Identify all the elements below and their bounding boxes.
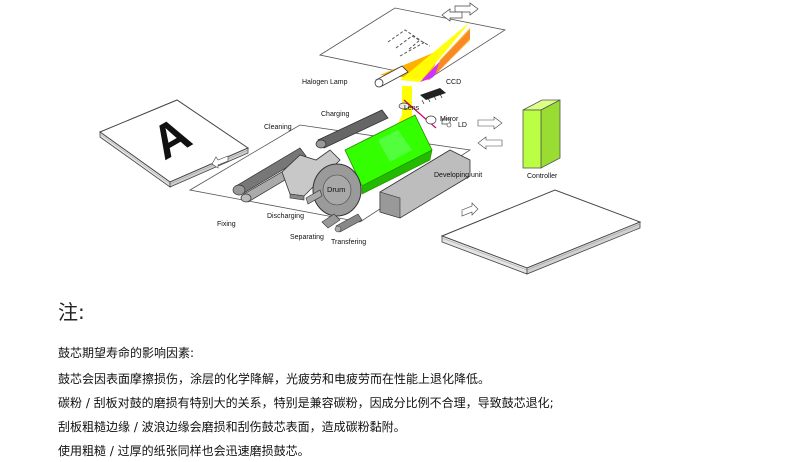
- mirror-ld-unit: [425, 115, 452, 128]
- label-drum: Drum: [327, 185, 345, 194]
- signal-arrows: [477, 116, 503, 150]
- controller-box: [522, 99, 561, 169]
- paper-flow-arrows: [211, 155, 479, 217]
- copier-process-diagram: A Halogen Lamp CCD: [98, 2, 642, 275]
- discharging-lamp: [305, 189, 323, 205]
- transfer-roller: [334, 213, 363, 233]
- notes-heading: 注:: [58, 300, 85, 324]
- output-paper-stack: [440, 189, 642, 275]
- label-ccd: CCD: [446, 79, 461, 86]
- label-separating: Separating: [290, 234, 324, 241]
- note-line-1: 鼓芯期望寿命的影响因素:: [58, 346, 195, 360]
- cleaning-unit: [281, 149, 341, 201]
- note-line-2: 鼓芯会因表面摩擦损伤，涂层的化学降解，光疲劳和电疲劳而在性能上退化降低。: [58, 372, 491, 386]
- label-mirror: Mirror: [440, 116, 459, 123]
- note-line-4: 刮板粗糙边缘 / 波浪边缘会磨损和刮伤鼓芯表面，造成碳粉黏附。: [58, 420, 406, 434]
- note-line-3: 碳粉 / 刮板对鼓的磨损有特别大的关系，特别是兼容碳粉，因成分比例不合理，导致鼓…: [58, 396, 554, 410]
- label-transfering: Transfering: [331, 239, 366, 246]
- halogen-lamp: [374, 65, 409, 88]
- label-cleaning: Cleaning: [264, 124, 292, 131]
- label-developing-unit: Developing unit: [434, 172, 482, 179]
- label-halogen-lamp: Halogen Lamp: [302, 79, 348, 86]
- charging-roller: [315, 109, 389, 149]
- note-line-5: 使用粗糙 / 过厚的纸张同样也会迅速磨损鼓芯。: [58, 444, 310, 458]
- lens: [398, 102, 410, 110]
- developer-housing: [379, 149, 471, 219]
- label-charging: Charging: [321, 111, 350, 118]
- label-controller: Controller: [527, 173, 558, 180]
- light-path: [380, 22, 470, 150]
- label-fixing: Fixing: [217, 221, 236, 228]
- label-lens: Lens: [404, 105, 420, 112]
- scan-direction-arrow: [441, 2, 479, 22]
- photoconductor-drum: [312, 163, 362, 217]
- ccd-sensor: [420, 88, 446, 105]
- label-ld: LD: [458, 122, 467, 129]
- separating-unit: [321, 213, 341, 229]
- label-discharging: Discharging: [267, 213, 304, 220]
